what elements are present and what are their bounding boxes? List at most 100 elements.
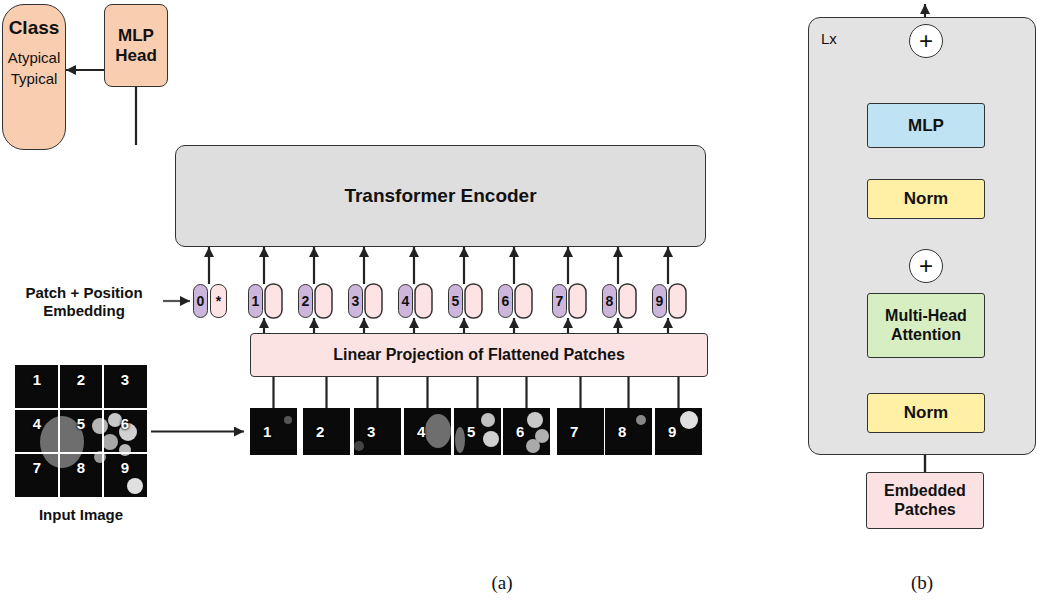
organ-blob [526, 439, 540, 453]
node-label: 9 [656, 293, 664, 309]
position-token: 5 [448, 284, 463, 318]
sum-node: + [909, 249, 943, 283]
sum-node: + [909, 24, 943, 58]
connector [525, 377, 527, 408]
connector [513, 247, 515, 284]
node-label: 2 [77, 371, 85, 388]
node-label: 6 [516, 423, 524, 440]
connector [413, 318, 415, 333]
node-label: 2 [316, 423, 324, 440]
node-label: 5 [77, 415, 85, 432]
organ-blob [108, 413, 122, 427]
connector [617, 318, 619, 333]
connector [376, 377, 378, 408]
organ-blob [119, 444, 131, 456]
patch-token [669, 284, 686, 318]
patch-image [503, 408, 550, 455]
image-patch: 1 [250, 408, 297, 455]
input-image: Input Image123456789 [15, 365, 147, 497]
organ-blob [425, 414, 451, 448]
connector [263, 318, 265, 333]
position-token: 1 [248, 284, 263, 318]
patch-image [250, 408, 297, 455]
organ-blob [455, 427, 465, 453]
patch-image [655, 408, 702, 455]
node-label: Linear Projection of Flattened Patches [333, 346, 625, 364]
grid-cell: 3 [103, 365, 147, 409]
projection-box: Linear Projection of Flattened Patches [250, 333, 708, 377]
grid-cell: 2 [59, 365, 103, 409]
connector [325, 377, 327, 408]
node-label: 5 [467, 423, 475, 440]
node-label: Transformer Encoder [344, 185, 536, 207]
node-label: 7 [556, 293, 564, 309]
patch-image [605, 408, 652, 455]
annotation: Patch + Position Embedding [6, 284, 162, 320]
patch-token [465, 284, 482, 318]
encoder-layer: Lx+MLPNorm+Multi-Head AttentionNorm [808, 17, 1036, 455]
node-label: 4 [417, 423, 425, 440]
node-label: 9 [121, 459, 129, 476]
node-label: 2 [302, 293, 310, 309]
node-label: Typical [11, 70, 58, 87]
connector [617, 247, 619, 284]
connector [579, 377, 581, 408]
image-patch: 9 [655, 408, 702, 455]
patch-image [303, 408, 350, 455]
connector [567, 318, 569, 333]
position-token: 8 [602, 284, 617, 318]
node-label: Norm [904, 189, 948, 209]
image-patch: 6 [503, 408, 550, 455]
panel-label: (b) [892, 572, 952, 595]
connector [272, 377, 274, 408]
connector [313, 247, 315, 284]
patch-token [515, 284, 532, 318]
node-label: 7 [570, 423, 578, 440]
class-token: * [210, 284, 227, 318]
connector [677, 377, 679, 408]
organ-blob [127, 478, 143, 494]
node-label: Multi-Head Attention [872, 307, 980, 344]
norm-box: Norm [867, 393, 985, 433]
connector [513, 318, 515, 333]
connector [135, 87, 137, 145]
node-label: 4 [402, 293, 410, 309]
node-label: 4 [33, 415, 41, 432]
node-label: * [216, 293, 221, 309]
connector [667, 247, 669, 284]
scan-image [15, 365, 147, 497]
position-token: 6 [498, 284, 513, 318]
node-label: Input Image [15, 506, 147, 523]
position-token: 2 [298, 284, 313, 318]
organ-blob [481, 413, 495, 427]
panel-label: (a) [472, 572, 532, 595]
grid-line [15, 408, 147, 410]
grid-cell: 5 [59, 409, 103, 453]
node-label: MLP [908, 116, 944, 136]
patch-token [569, 284, 586, 318]
connector [463, 318, 465, 333]
image-patch: 3 [354, 408, 401, 455]
grid-cell: 4 [15, 409, 59, 453]
connector [567, 247, 569, 284]
connector [263, 247, 265, 284]
position-token: 3 [348, 284, 363, 318]
connector [463, 247, 465, 284]
patch-token [365, 284, 382, 318]
connector [363, 318, 365, 333]
organ-blob [102, 434, 118, 450]
connector [413, 247, 415, 284]
node-label: + [919, 252, 933, 280]
node-label: 3 [121, 371, 129, 388]
organ-blob [527, 412, 543, 428]
node-label: 1 [263, 423, 271, 440]
node-label: 0 [197, 293, 205, 309]
connector [66, 69, 104, 71]
node-label: Norm [904, 403, 948, 423]
node-label: 6 [121, 415, 129, 432]
patch-image [557, 408, 604, 455]
image-patch: 7 [557, 408, 604, 455]
organ-blob [92, 418, 108, 434]
image-patch: 4 [404, 408, 451, 455]
node-label: 3 [352, 293, 360, 309]
